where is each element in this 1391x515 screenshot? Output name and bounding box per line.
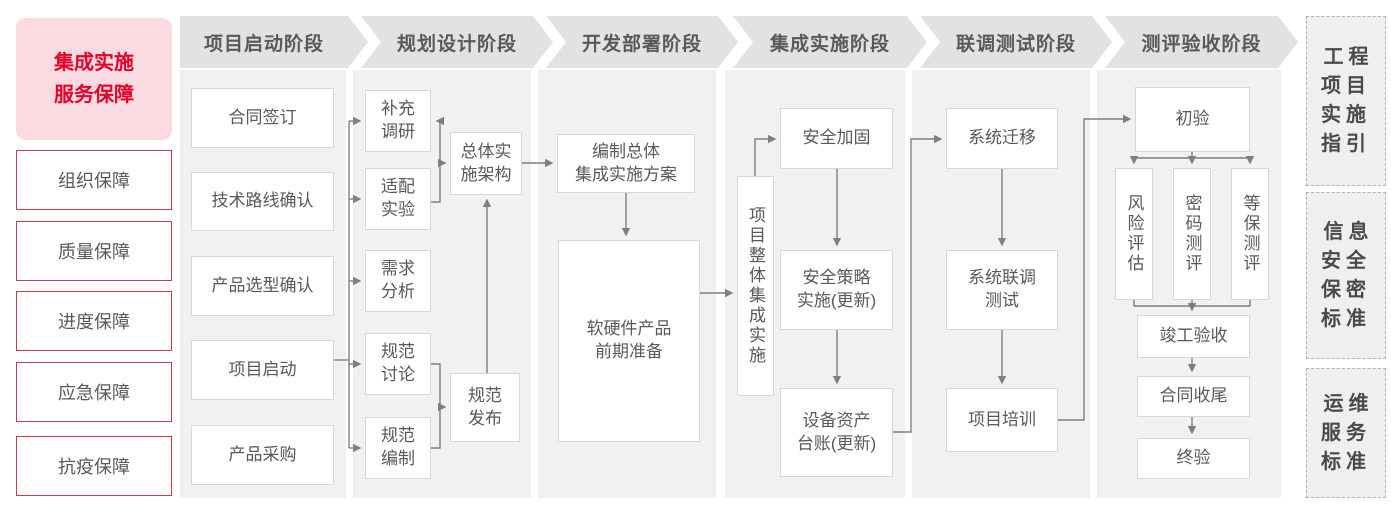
sidebar-item-organization-guarantee: 组织保障 [16,150,172,210]
node-classified-protection-evaluation: 等保测评 [1231,168,1269,300]
node-project-training: 项目培训 [946,388,1058,452]
node-initial-acceptance: 初验 [1135,87,1250,152]
node-supplementary-research: 补充 调研 [365,90,431,152]
node-system-migration: 系统迁移 [946,108,1058,169]
node-risk-assessment: 风险评估 [1115,168,1153,300]
left-sidebar-title: 集成实施 服务保障 [16,18,172,140]
sidebar-item-epidemic-guarantee: 抗疫保障 [16,436,172,496]
node-project-kickoff: 项目启动 [191,340,334,400]
node-hw-sw-preparation: 软硬件产品 前期准备 [558,240,700,442]
node-spec-discussion: 规范 讨论 [365,333,431,395]
phase-header-evaluation-acceptance: 测评验收阶段 [1105,16,1298,68]
node-product-procurement: 产品采购 [191,425,334,485]
sidebar-item-schedule-guarantee: 进度保障 [16,291,172,351]
node-security-policy-impl: 安全策略 实施(更新) [780,250,893,330]
phase-header-planning-design: 规划设计阶段 [361,16,553,68]
node-requirement-analysis: 需求 分析 [365,250,431,312]
phase-header-project-kickoff: 项目启动阶段 [180,16,368,68]
node-overall-impl-architecture: 总体实 施架构 [450,132,522,195]
phase-header-integration-impl: 集成实施阶段 [733,16,927,68]
phase-header-joint-testing: 联调测试阶段 [920,16,1112,68]
node-completion-acceptance: 竣工验收 [1137,315,1250,358]
node-asset-ledger: 设备资产 台账(更新) [780,388,893,477]
node-tech-route-confirm: 技术路线确认 [191,172,334,231]
node-final-acceptance: 终验 [1137,438,1250,479]
node-spec-drafting: 规范 编制 [365,417,431,479]
node-contract-closure: 合同收尾 [1137,376,1250,417]
ref-box-om-service-standard: 运维 服务 标准 [1306,368,1386,498]
node-crypto-evaluation: 密码测评 [1173,168,1211,300]
sidebar-item-emergency-guarantee: 应急保障 [16,362,172,422]
sidebar-item-quality-guarantee: 质量保障 [16,221,172,281]
node-adaptation-experiment: 适配 实验 [365,168,431,230]
node-product-selection-confirm: 产品选型确认 [191,256,334,316]
phase-header-dev-deployment: 开发部署阶段 [546,16,738,68]
node-system-joint-testing: 系统联调 测试 [946,250,1058,330]
ref-box-project-implementation-guide: 工程 项目 实施 指引 [1306,16,1386,186]
ref-box-infosec-confidentiality-standard: 信息 安全 保密 标准 [1306,192,1386,359]
node-security-hardening: 安全加固 [780,108,893,169]
node-overall-integration-plan: 编制总体 集成实施方案 [557,134,695,193]
node-contract-signing: 合同签订 [191,88,334,148]
node-overall-integration-impl: 项目整体集成实施 [737,176,774,396]
node-spec-release: 规范 发布 [450,373,520,442]
